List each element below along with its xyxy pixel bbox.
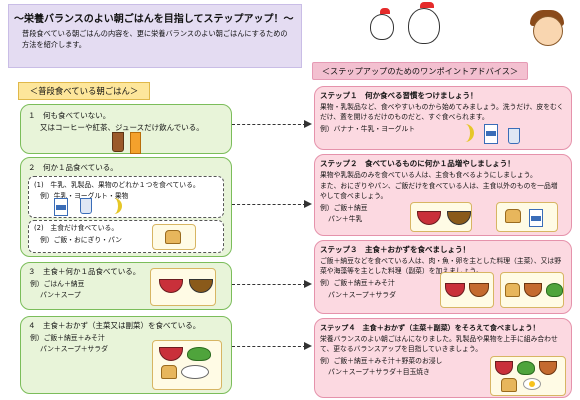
box4-line2: 例）ご飯＋納豆＋みそ汁: [30, 334, 105, 342]
salad-icon: [187, 347, 211, 361]
box2-sub1-line2: 例）牛乳・ヨーグルト・果物: [40, 192, 129, 200]
soup-icon: [524, 283, 542, 297]
box3-line3: パン＋スープ: [40, 291, 81, 299]
arrow-2-head: [304, 200, 312, 208]
step2-meal-b: [496, 202, 558, 232]
rice-icon: [159, 347, 183, 361]
step4-title: ステップ４ 主食＋おかず（主菜＋副菜）をそろえて食べましょう！: [320, 323, 540, 332]
rice-icon: [445, 283, 465, 297]
step4-line1: 栄養バランスのよい朝ごはんになりました。乳製品や果物を上手に組み合わせて、更なる…: [320, 335, 558, 353]
yogurt-icon: [508, 128, 520, 144]
box2-sub2-line2: 例）ご飯・おにぎり・パン: [40, 236, 122, 244]
bread-icon: [505, 283, 521, 297]
arrow-1: [232, 124, 306, 125]
current-breakfast-1: [20, 104, 232, 154]
step4-line2: 例）ご飯＋納豆＋みそ汁＋野菜のお浸し: [320, 357, 443, 365]
sub1-foods: [54, 198, 122, 216]
advice-step-1: [314, 86, 572, 150]
milk-icon: [529, 209, 543, 227]
step3-line2: 例）ご飯＋納豆＋みそ汁: [320, 279, 395, 287]
toast-icon: [161, 365, 177, 379]
milk-icon: [54, 198, 68, 216]
miso-soup-icon: [469, 283, 489, 297]
box4-line1: ４ 主食＋おかず（主菜又は副菜）を食べている。: [28, 321, 201, 330]
natto-icon: [447, 211, 471, 225]
meal-image-3: [150, 268, 216, 306]
rice-icon: [417, 211, 441, 225]
right-section-heading: ＜ステップアップのためのワンポイントアドバイス＞: [312, 62, 528, 80]
step3-meal-a: [440, 272, 494, 308]
rice-bowl-icon: [159, 279, 183, 293]
step2-title: ステップ２ 食べているものに何か１品増やしましょう！: [320, 159, 515, 168]
rice-icon: [495, 361, 513, 375]
step3-meal-b: [500, 272, 564, 308]
box2-sub1-line1: (1) 牛乳、乳製品、果物のどれか１つを食べている。: [34, 181, 200, 189]
arrow-3: [232, 284, 306, 285]
milk-icon: [484, 124, 498, 144]
plate-icon: [181, 365, 209, 379]
toast-icon: [501, 378, 517, 392]
chick-illustration: [370, 8, 400, 52]
hen-illustration: [408, 2, 446, 52]
step1-title: ステップ１ 何か食べる習慣をつけましょう！: [320, 91, 478, 100]
box2-line1: ２ 何か１品食べている。: [28, 163, 118, 172]
step2-line3: 例）ご飯＋納豆: [320, 204, 368, 212]
box2-sub1: [28, 176, 224, 218]
page-title: ～栄養バランスのよい朝ごはんを目指してステップアップ！～: [14, 14, 294, 25]
arrow-4-head: [304, 342, 312, 350]
step1-line2: 例）バナナ・牛乳・ヨーグルト: [320, 125, 416, 133]
bread-icon: [505, 209, 521, 223]
box3-line1: ３ 主食＋何か１品食べている。: [28, 267, 141, 276]
step4-meal: [490, 356, 566, 396]
step3-title: ステップ３ 主食＋おかずを食べましょう！: [320, 245, 470, 254]
step2-line1: 果物や乳製品のみを食べている人は、主食も食べるようにしましょう。: [320, 171, 537, 179]
arrow-1-head: [304, 120, 312, 128]
box1-line2: 又はコーヒーや紅茶、ジュースだけ飲んでいる。: [40, 123, 204, 132]
natto-icon: [189, 279, 213, 293]
drink-illustrations: [112, 132, 141, 154]
arrow-2: [232, 204, 306, 205]
box2-sub2-line1: (2) 主食だけ食べている。: [34, 224, 119, 232]
fried-egg-icon: [523, 378, 541, 390]
step3-line3: パン＋スープ＋サラダ: [328, 291, 396, 299]
salad-icon: [545, 283, 563, 297]
coffee-icon: [112, 132, 124, 152]
box3-line2: 例）ごはん＋納豆: [30, 280, 85, 288]
girl-illustration: [530, 10, 570, 60]
intro-text: 普段食べている朝ごはんの内容を、更に栄養バランスのよい朝ごはんにするための方法を…: [22, 29, 288, 49]
step2-line2: また、おにぎりやパン、ご飯だけを食べている人は、主食以外のものを一品増やして食べ…: [320, 182, 558, 200]
box4-line3: パン＋スープ＋サラダ: [40, 345, 108, 353]
step4-line3: パン＋スープ＋サラダ＋目玉焼き: [328, 368, 430, 376]
step2-meal-a: [410, 202, 472, 232]
left-section-heading: ＜普段食べている朝ごはん＞: [18, 82, 150, 100]
step1-foods: [456, 124, 520, 144]
arrow-4: [232, 346, 306, 347]
banana-icon: [456, 124, 474, 142]
title-panel: [8, 4, 302, 68]
meal-image-4: [152, 340, 222, 390]
box1-line1: １ 何も食べていない。: [28, 111, 111, 120]
yogurt-icon: [80, 198, 92, 214]
step2-line4: パン＋牛乳: [328, 215, 363, 223]
step1-line1: 果物・乳製品など、食べやすいものから始めてみましょう。洗うだけ、皮をむくだけ、蓋…: [320, 103, 564, 121]
staple-food-image: [152, 224, 196, 250]
soup-icon: [539, 361, 557, 375]
arrow-3-head: [304, 280, 312, 288]
juice-icon: [130, 132, 141, 154]
banana-icon: [104, 198, 122, 214]
step3-line1: ご飯＋納豆などを食べている人は、肉・魚・卵を主とした料理（主菜）、又は野菜や海藻…: [320, 257, 562, 275]
salad-icon: [517, 361, 535, 375]
